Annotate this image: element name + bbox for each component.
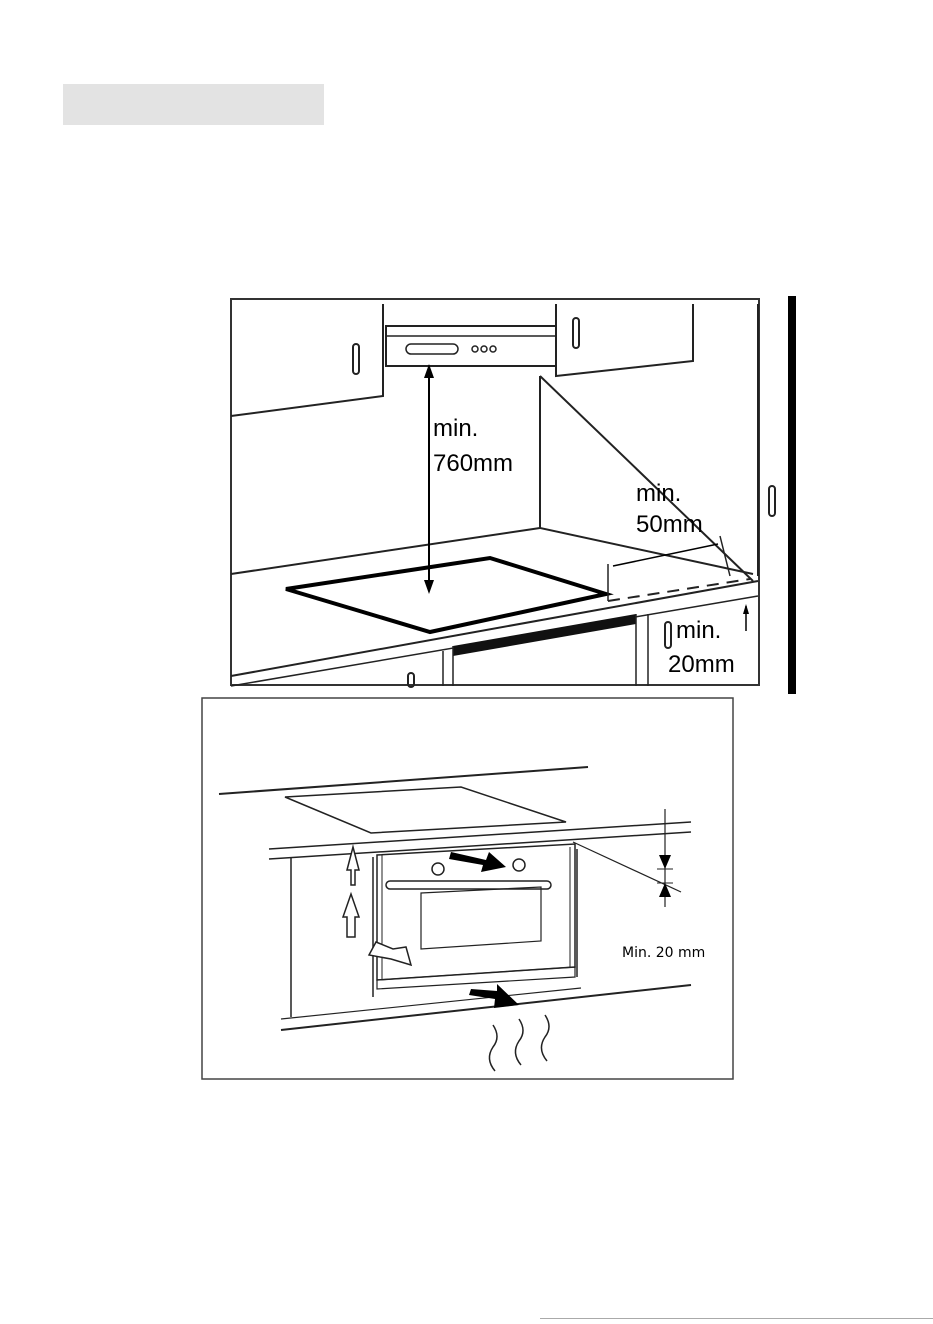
below-label-line1: min. (676, 617, 721, 644)
oven-ventilation-diagram: Min. 20 mm (201, 697, 734, 1080)
range-hood (386, 326, 556, 366)
below-label-line2: 20mm (668, 651, 735, 678)
cooktop-clearance-diagram: min. 760mm min. 50mm min. 20mm (228, 296, 803, 696)
section-header-bar (63, 84, 324, 125)
height-label-line2: 760mm (433, 450, 513, 477)
gap-label: Min. 20 mm (622, 945, 705, 961)
oven-ventilation-figure: Min. 20 mm (201, 697, 734, 1080)
cooktop-clearance-figure: min. 760mm min. 50mm min. 20mm (228, 296, 803, 696)
height-label-line1: min. (433, 415, 478, 442)
side-label-line2: 50mm (636, 511, 703, 538)
frame-edge-bar (788, 296, 796, 694)
footer-rule (540, 1318, 933, 1319)
tall-cabinet-handle (769, 486, 775, 516)
side-label-line1: min. (636, 480, 681, 507)
